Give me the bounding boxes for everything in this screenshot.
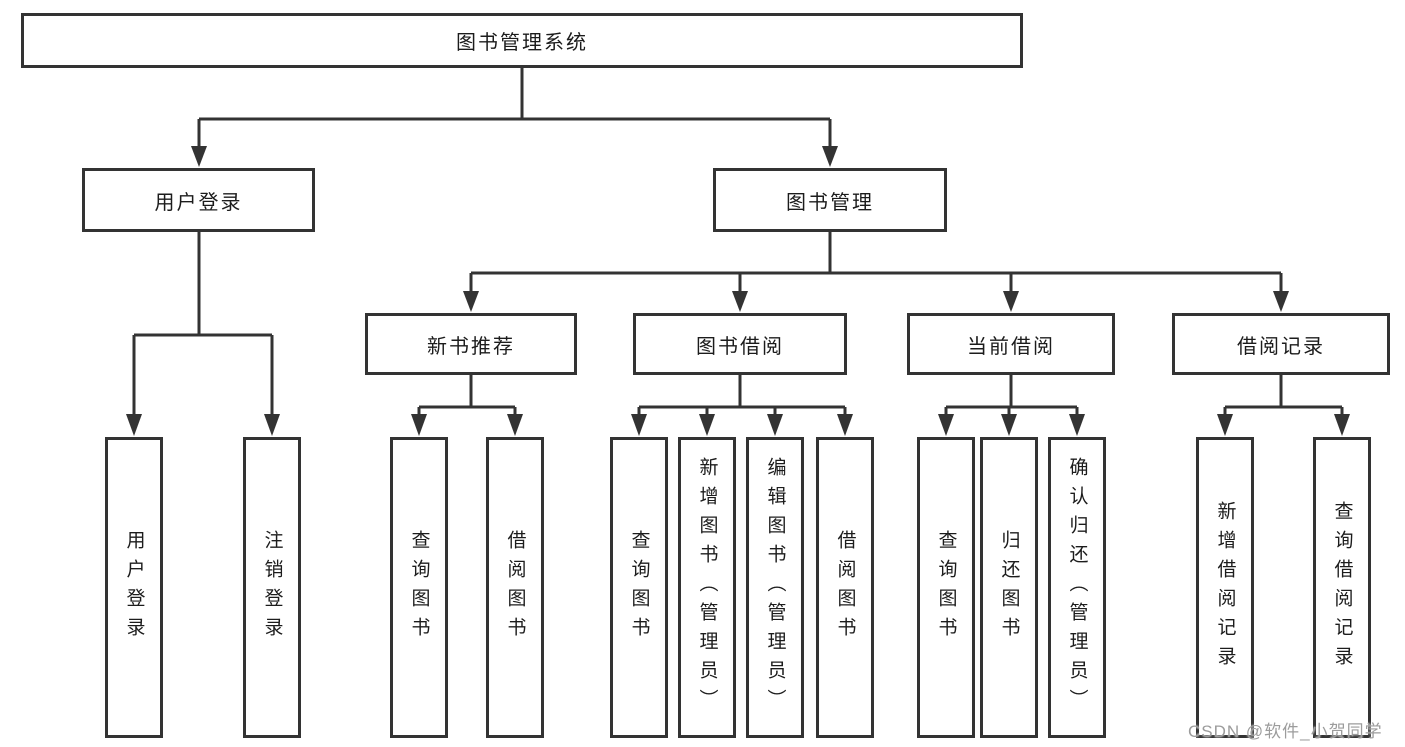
leaf-user-login: 用户登录 bbox=[105, 437, 163, 738]
leaf-borrow-books: 借阅图书 bbox=[816, 437, 874, 738]
leaf-search-borrow-record: 查询借阅记录 bbox=[1313, 437, 1371, 738]
leaf-borrow-books-recommend: 借阅图书 bbox=[486, 437, 544, 738]
node-label: 图书借阅 bbox=[696, 335, 784, 358]
leaf-logout: 注销登录 bbox=[243, 437, 301, 738]
leaf-label: 查询借阅记录 bbox=[1331, 500, 1353, 675]
node-label: 当前借阅 bbox=[967, 335, 1055, 358]
leaf-label: 查询图书 bbox=[628, 529, 650, 646]
node-label: 新书推荐 bbox=[427, 335, 515, 358]
node-user-login: 用户登录 bbox=[82, 168, 315, 232]
leaf-label: 查询图书 bbox=[408, 529, 430, 646]
leaf-label: 借阅图书 bbox=[834, 529, 856, 646]
leaf-add-books-admin: 新增图书（管理员） bbox=[678, 437, 736, 738]
csdn-watermark: CSDN @软件_小贺同学 bbox=[1188, 722, 1383, 741]
node-book-borrowing: 图书借阅 bbox=[633, 313, 847, 375]
leaf-label: 确认归还（管理员） bbox=[1066, 457, 1088, 718]
node-book-management: 图书管理 bbox=[713, 168, 947, 232]
node-borrowing-records: 借阅记录 bbox=[1172, 313, 1390, 375]
leaf-edit-books-admin: 编辑图书（管理员） bbox=[746, 437, 804, 738]
node-library-management-system: 图书管理系统 bbox=[21, 13, 1023, 68]
node-current-borrowing: 当前借阅 bbox=[907, 313, 1115, 375]
leaf-label: 注销登录 bbox=[261, 529, 283, 646]
leaf-label: 归还图书 bbox=[998, 529, 1020, 646]
leaf-search-books-current: 查询图书 bbox=[917, 437, 975, 738]
leaf-label: 借阅图书 bbox=[504, 529, 526, 646]
leaf-search-books-borrow: 查询图书 bbox=[610, 437, 668, 738]
node-label: 借阅记录 bbox=[1237, 335, 1325, 358]
leaf-label: 新增图书（管理员） bbox=[696, 457, 718, 718]
leaf-confirm-return-admin: 确认归还（管理员） bbox=[1048, 437, 1106, 738]
node-label: 图书管理系统 bbox=[456, 32, 588, 54]
node-label: 用户登录 bbox=[154, 191, 243, 214]
node-label: 图书管理 bbox=[786, 191, 874, 214]
leaf-add-borrow-record: 新增借阅记录 bbox=[1196, 437, 1254, 738]
arrowhead-icons bbox=[126, 146, 1350, 436]
leaf-label: 新增借阅记录 bbox=[1214, 500, 1236, 675]
leaf-return-books: 归还图书 bbox=[980, 437, 1038, 738]
leaf-label: 编辑图书（管理员） bbox=[764, 457, 786, 718]
node-new-book-recommendation: 新书推荐 bbox=[365, 313, 577, 375]
leaf-search-books-recommend: 查询图书 bbox=[390, 437, 448, 738]
leaf-label: 查询图书 bbox=[935, 529, 957, 646]
leaf-label: 用户登录 bbox=[123, 529, 145, 646]
